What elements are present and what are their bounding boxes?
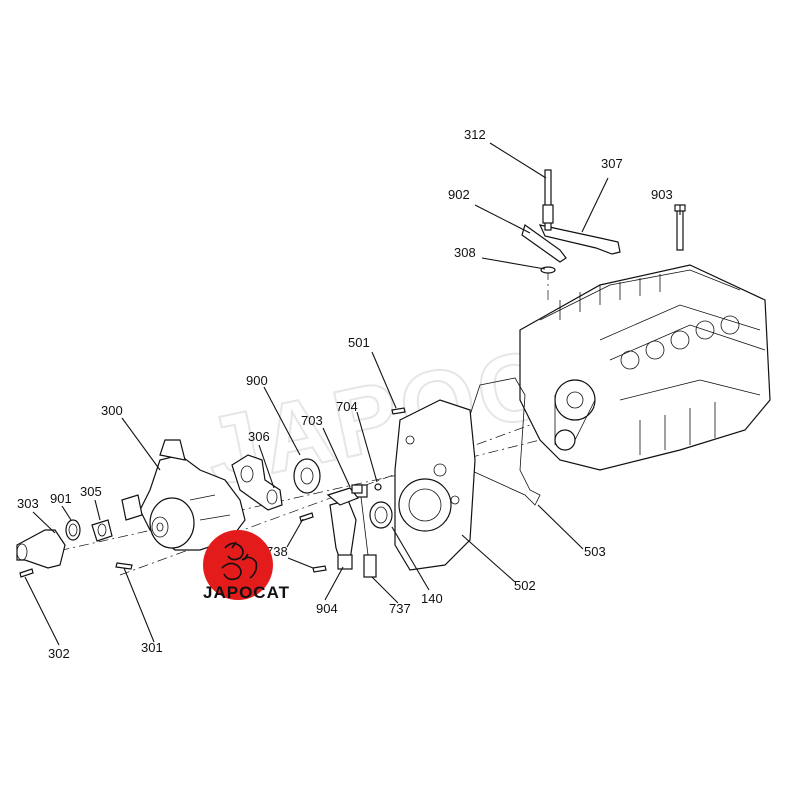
logo-circle xyxy=(203,530,273,600)
engine-block xyxy=(519,264,771,471)
callout-902: 902 xyxy=(448,187,470,202)
callout-306: 306 xyxy=(248,429,270,444)
callout-307: 307 xyxy=(601,156,623,171)
japocat-logo: JAPOCAT xyxy=(203,530,290,602)
callout-703: 703 xyxy=(301,413,323,428)
callout-737: 737 xyxy=(389,601,411,616)
logo-cat-glyph-icon xyxy=(221,541,258,581)
callout-305: 305 xyxy=(80,484,102,499)
callout-leader-lines xyxy=(24,142,681,646)
callout-501: 501 xyxy=(348,335,370,350)
callout-502: 502 xyxy=(514,578,536,593)
callout-503: 503 xyxy=(584,544,606,559)
oil-level-tube-assembly xyxy=(521,169,621,274)
sensor-bracket xyxy=(329,499,357,570)
water-pump-bolts xyxy=(19,562,133,578)
cover-bolts xyxy=(299,407,406,573)
logo-text: JAPOCAT xyxy=(203,583,290,602)
callout-904: 904 xyxy=(316,601,338,616)
callout-300: 300 xyxy=(101,403,123,418)
water-pump xyxy=(121,439,246,551)
callout-303: 303 xyxy=(17,496,39,511)
callout-140: 140 xyxy=(421,591,443,606)
timing-tensioner-parts xyxy=(326,483,382,506)
callout-labels: 312 307 902 903 308 501 900 300 306 703 … xyxy=(17,127,673,661)
callout-900: 900 xyxy=(246,373,268,388)
callout-704: 704 xyxy=(336,399,358,414)
callout-301: 301 xyxy=(141,640,163,655)
callout-308: 308 xyxy=(454,245,476,260)
water-pump-gaskets xyxy=(231,454,321,511)
callout-903: 903 xyxy=(651,187,673,202)
callout-901: 901 xyxy=(50,491,72,506)
callout-312: 312 xyxy=(464,127,486,142)
crankshaft-front-seal xyxy=(369,501,393,529)
engine-front-cover xyxy=(394,399,476,571)
cam-sensor xyxy=(354,484,377,578)
thermostat-assembly xyxy=(16,519,113,569)
callout-302: 302 xyxy=(48,646,70,661)
